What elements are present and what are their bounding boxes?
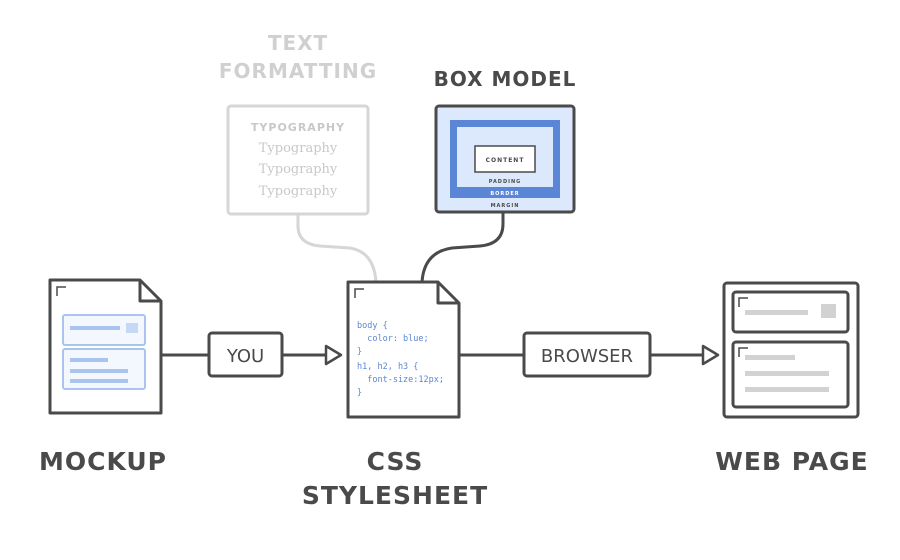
code-line: body { [357, 321, 388, 331]
code-line: } [357, 347, 362, 357]
edge-you: YOU [161, 331, 343, 378]
mockup-wire-line [70, 369, 128, 373]
mockup-page-fold [138, 280, 161, 303]
edge-browser: BROWSER [459, 331, 720, 378]
arrowhead-icon [324, 344, 343, 366]
box-model-content-box [474, 145, 536, 173]
typography-sample-3: Typography [259, 184, 338, 199]
stylesheet-label-line2: STYLESHEET [302, 481, 488, 510]
typography-sample-1: Typography [259, 141, 338, 156]
web-page-text-bar [745, 387, 829, 392]
you-edge-label: YOU [226, 346, 264, 367]
mockup-wire-square [126, 323, 138, 333]
text-formatting-connector [296, 214, 378, 283]
stylesheet-label-line1: CSS [367, 447, 424, 476]
typography-sample-2: Typography [259, 162, 338, 177]
box-model-margin-label: MARGIN [491, 203, 520, 209]
browser-edge-label: BROWSER [541, 346, 633, 367]
web-page-label: WEB PAGE [715, 447, 868, 476]
code-line: font-size:12px; [357, 375, 444, 385]
web-page-text-bar [745, 310, 808, 315]
web-page-corner-mark [738, 297, 748, 307]
web-page-text-bar [745, 371, 829, 376]
stylesheet-document [346, 280, 461, 419]
text-formatting-group: TEXT FORMATTING TYPOGRAPHY Typography Ty… [219, 31, 378, 283]
typography-sample-bold: TYPOGRAPHY [251, 121, 345, 134]
box-model-connector [420, 212, 505, 283]
box-model-group: BOX MODEL CONTENT PADDING BORDER MARGIN [420, 67, 577, 283]
code-line: h1, h2, h3 { [357, 362, 418, 372]
web-page-image-block [821, 304, 836, 318]
arrowhead-icon [701, 344, 720, 366]
stylesheet-page-fold [436, 282, 459, 305]
mockup-node: MOCKUP [39, 278, 167, 476]
text-formatting-title-line1: TEXT [268, 31, 328, 55]
box-model-content-label: CONTENT [486, 157, 525, 164]
stylesheet-corner-mark [354, 288, 364, 298]
box-model-border-label: BORDER [490, 191, 519, 197]
mockup-wire-line [70, 326, 120, 330]
web-page-text-bar [745, 355, 795, 360]
web-page-node: WEB PAGE [715, 281, 868, 476]
css-stylesheet-node: body { color: blue; } h1, h2, h3 { font-… [302, 280, 488, 510]
mockup-corner-mark [56, 286, 66, 296]
code-line: } [357, 388, 362, 398]
mockup-label: MOCKUP [39, 447, 167, 476]
text-formatting-title-line2: FORMATTING [219, 59, 377, 83]
mockup-wire-line [70, 379, 128, 383]
code-line: color: blue; [357, 334, 429, 344]
box-model-padding-label: PADDING [489, 179, 522, 185]
web-page-corner-mark [738, 347, 748, 357]
box-model-title: BOX MODEL [434, 67, 577, 91]
mockup-wire-line [70, 358, 108, 362]
